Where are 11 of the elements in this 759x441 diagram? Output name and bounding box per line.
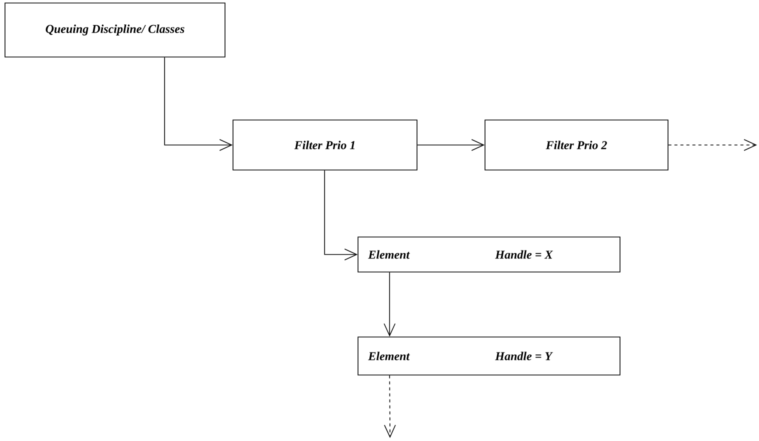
arrow <box>417 139 485 151</box>
arrow <box>324 170 358 260</box>
process-box: Element Handle = X <box>358 236 620 272</box>
arrow <box>384 375 396 438</box>
arrow <box>668 139 758 151</box>
process-box: Filter Prio 1 <box>232 120 418 170</box>
arrow <box>384 272 396 337</box>
arrow <box>164 57 233 151</box>
process-box: Filter Prio 2 <box>484 120 668 170</box>
process-box: Element Handle = Y <box>358 336 620 376</box>
process-box: Queuing Discipline/ Classes <box>4 2 226 58</box>
